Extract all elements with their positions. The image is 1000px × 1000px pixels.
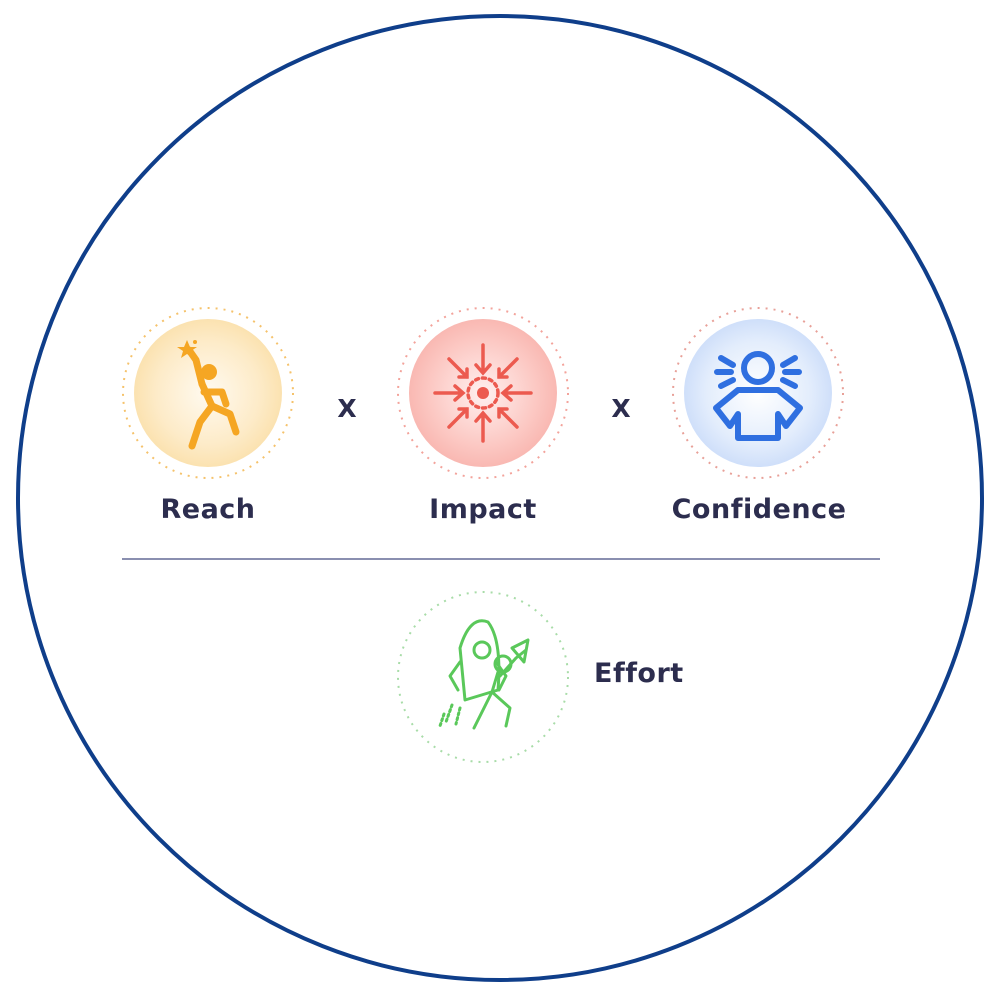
confidence-badge xyxy=(672,307,844,479)
effort-badge xyxy=(397,591,569,763)
impact-badge xyxy=(397,307,569,479)
effort-label: Effort xyxy=(594,658,684,689)
confident-person-icon xyxy=(713,351,803,441)
multiply-operator-2: X xyxy=(611,394,631,423)
reach-badge xyxy=(122,307,294,479)
person-reaching-star-icon xyxy=(177,340,240,450)
reach-label: Reach xyxy=(160,494,256,525)
outer-circle xyxy=(16,14,984,982)
arrows-converging-target-icon xyxy=(433,343,533,443)
person-pushing-rocket-icon xyxy=(438,619,530,730)
impact-label: Impact xyxy=(429,494,537,525)
confidence-label: Confidence xyxy=(671,494,847,525)
multiply-operator-1: X xyxy=(337,394,357,423)
